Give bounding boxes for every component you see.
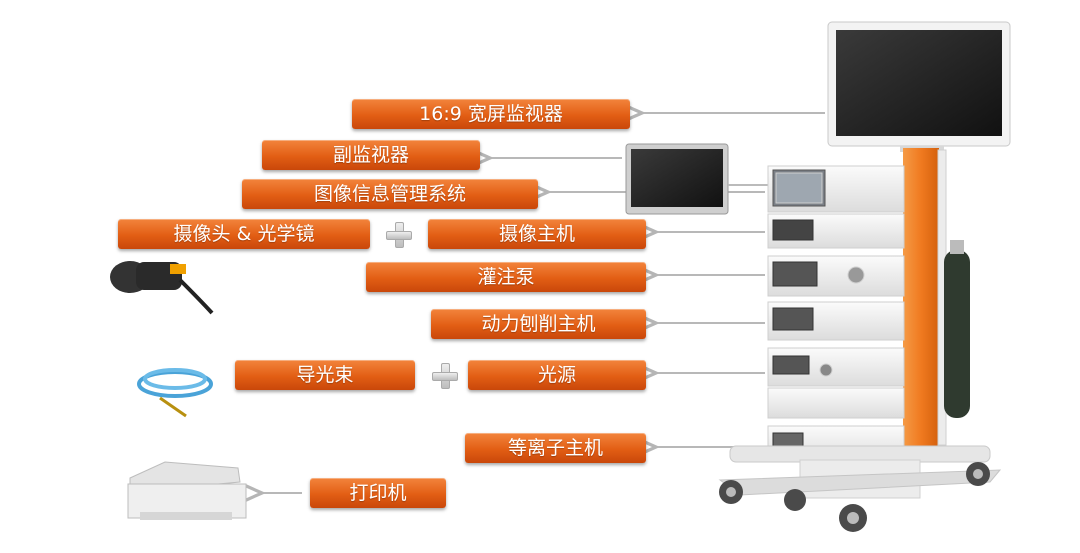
label-camera-host: 摄像主机 [428, 219, 646, 249]
sub-monitor-image [625, 143, 768, 215]
camera-head-image [110, 261, 214, 315]
label-camera-scope: 摄像头 & 光学镜 [118, 219, 370, 249]
label-shaver: 动力刨削主机 [431, 309, 646, 339]
wide-monitor-image [827, 21, 1011, 152]
light-cable-image [137, 368, 213, 418]
label-light-source: 光源 [468, 360, 646, 390]
plus-icon [430, 361, 460, 391]
label-image-system: 图像信息管理系统 [242, 179, 538, 209]
label-pump: 灌注泵 [366, 262, 646, 292]
equipment-stack [767, 165, 905, 463]
label-sub-monitor: 副监视器 [262, 140, 480, 170]
cart-pole [903, 148, 947, 448]
cart-base [718, 445, 1002, 532]
label-printer: 打印机 [310, 478, 446, 508]
label-wide-monitor: 16:9 宽屏监视器 [352, 99, 630, 129]
plus-icon [384, 220, 414, 250]
printer-image [127, 461, 247, 520]
label-light-cable: 导光束 [235, 360, 415, 390]
gas-cylinder [944, 240, 970, 418]
label-plasma: 等离子主机 [465, 433, 646, 463]
